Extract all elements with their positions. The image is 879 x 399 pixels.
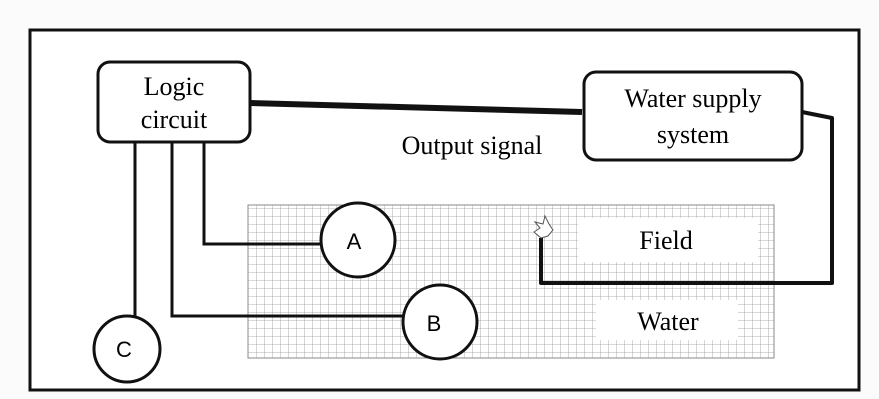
output-signal-label: Output signal bbox=[402, 131, 543, 160]
water-supply-label-line2: system bbox=[657, 120, 729, 149]
wire-to-sensor-b bbox=[170, 140, 406, 318]
logic-circuit-label-line2: circuit bbox=[141, 105, 208, 134]
logic-circuit-label-line1: Logic bbox=[144, 72, 205, 101]
sensor-b-label: B bbox=[427, 311, 442, 336]
sensor-a bbox=[319, 201, 397, 279]
water-label: Water bbox=[637, 307, 699, 336]
logic-circuit-box bbox=[96, 60, 252, 144]
sensor-a-label: A bbox=[347, 229, 362, 254]
water-outlet-splash bbox=[533, 214, 554, 239]
water-supply-box bbox=[582, 70, 804, 162]
output-signal-wire bbox=[249, 100, 583, 115]
sensor-c bbox=[92, 314, 162, 384]
field-label: Field bbox=[639, 226, 692, 255]
sensor-c-label: C bbox=[116, 337, 132, 362]
water-supply-label-line1: Water supply bbox=[624, 84, 761, 113]
wire-to-sensor-a bbox=[202, 140, 322, 246]
water-pipe bbox=[539, 110, 834, 285]
sensor-b bbox=[401, 283, 479, 361]
